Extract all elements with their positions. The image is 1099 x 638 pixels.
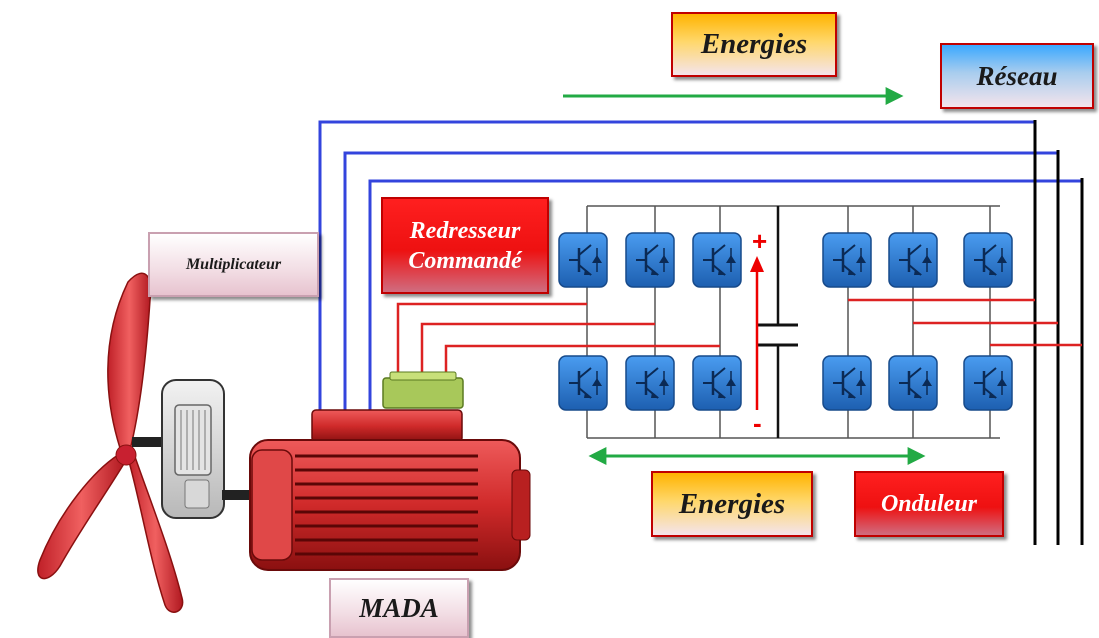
fast-shaft <box>222 490 262 500</box>
igbt-transistor-icon <box>963 355 1013 411</box>
energies-top-label: Energies <box>671 12 837 77</box>
dc-plus-sign: + <box>752 226 767 256</box>
energies-bottom-label: Energies <box>651 471 813 537</box>
igbt-transistor-icon <box>625 355 675 411</box>
phase-line-b <box>343 151 1058 410</box>
igbt-transistor-icon <box>558 355 608 411</box>
turbine-hub <box>115 444 137 466</box>
igbt-transistor-icon <box>692 355 742 411</box>
onduleur-label: Onduleur <box>854 471 1004 537</box>
mada-label: MADA <box>329 578 469 638</box>
reseau-label: Réseau <box>940 43 1094 109</box>
igbt-transistor-icon <box>692 232 742 288</box>
igbt-switch-group <box>558 232 1013 411</box>
dc-voltage-arrow <box>750 256 764 410</box>
igbt-transistor-icon <box>625 232 675 288</box>
igbt-transistor-icon <box>822 355 872 411</box>
wind-turbine <box>37 272 184 613</box>
redresseur-line1: Redresseur <box>409 217 521 244</box>
main-shaft <box>132 437 170 447</box>
control-lines <box>396 298 1082 378</box>
igbt-transistor-icon <box>888 355 938 411</box>
dc-minus-sign: - <box>753 408 762 438</box>
mada-generator <box>249 371 531 571</box>
phase-line-c <box>368 179 1082 410</box>
terminal-box <box>311 409 463 443</box>
igbt-transistor-icon <box>558 232 608 288</box>
igbt-transistor-icon <box>822 232 872 288</box>
turbine-blades <box>37 272 184 613</box>
redresseur-commande-label: Redresseur Commandé <box>381 197 549 294</box>
multiplicateur-label: Multiplicateur <box>148 232 319 297</box>
igbt-transistor-icon <box>888 232 938 288</box>
redresseur-line2: Commandé <box>408 247 522 274</box>
gearbox-multiplier <box>161 379 262 519</box>
grid-three-phase-lines <box>318 120 1084 545</box>
phase-line-a <box>318 120 1035 410</box>
igbt-transistor-icon <box>963 232 1013 288</box>
rotor-terminal-box <box>382 377 464 409</box>
capacitor-icon <box>758 206 798 438</box>
